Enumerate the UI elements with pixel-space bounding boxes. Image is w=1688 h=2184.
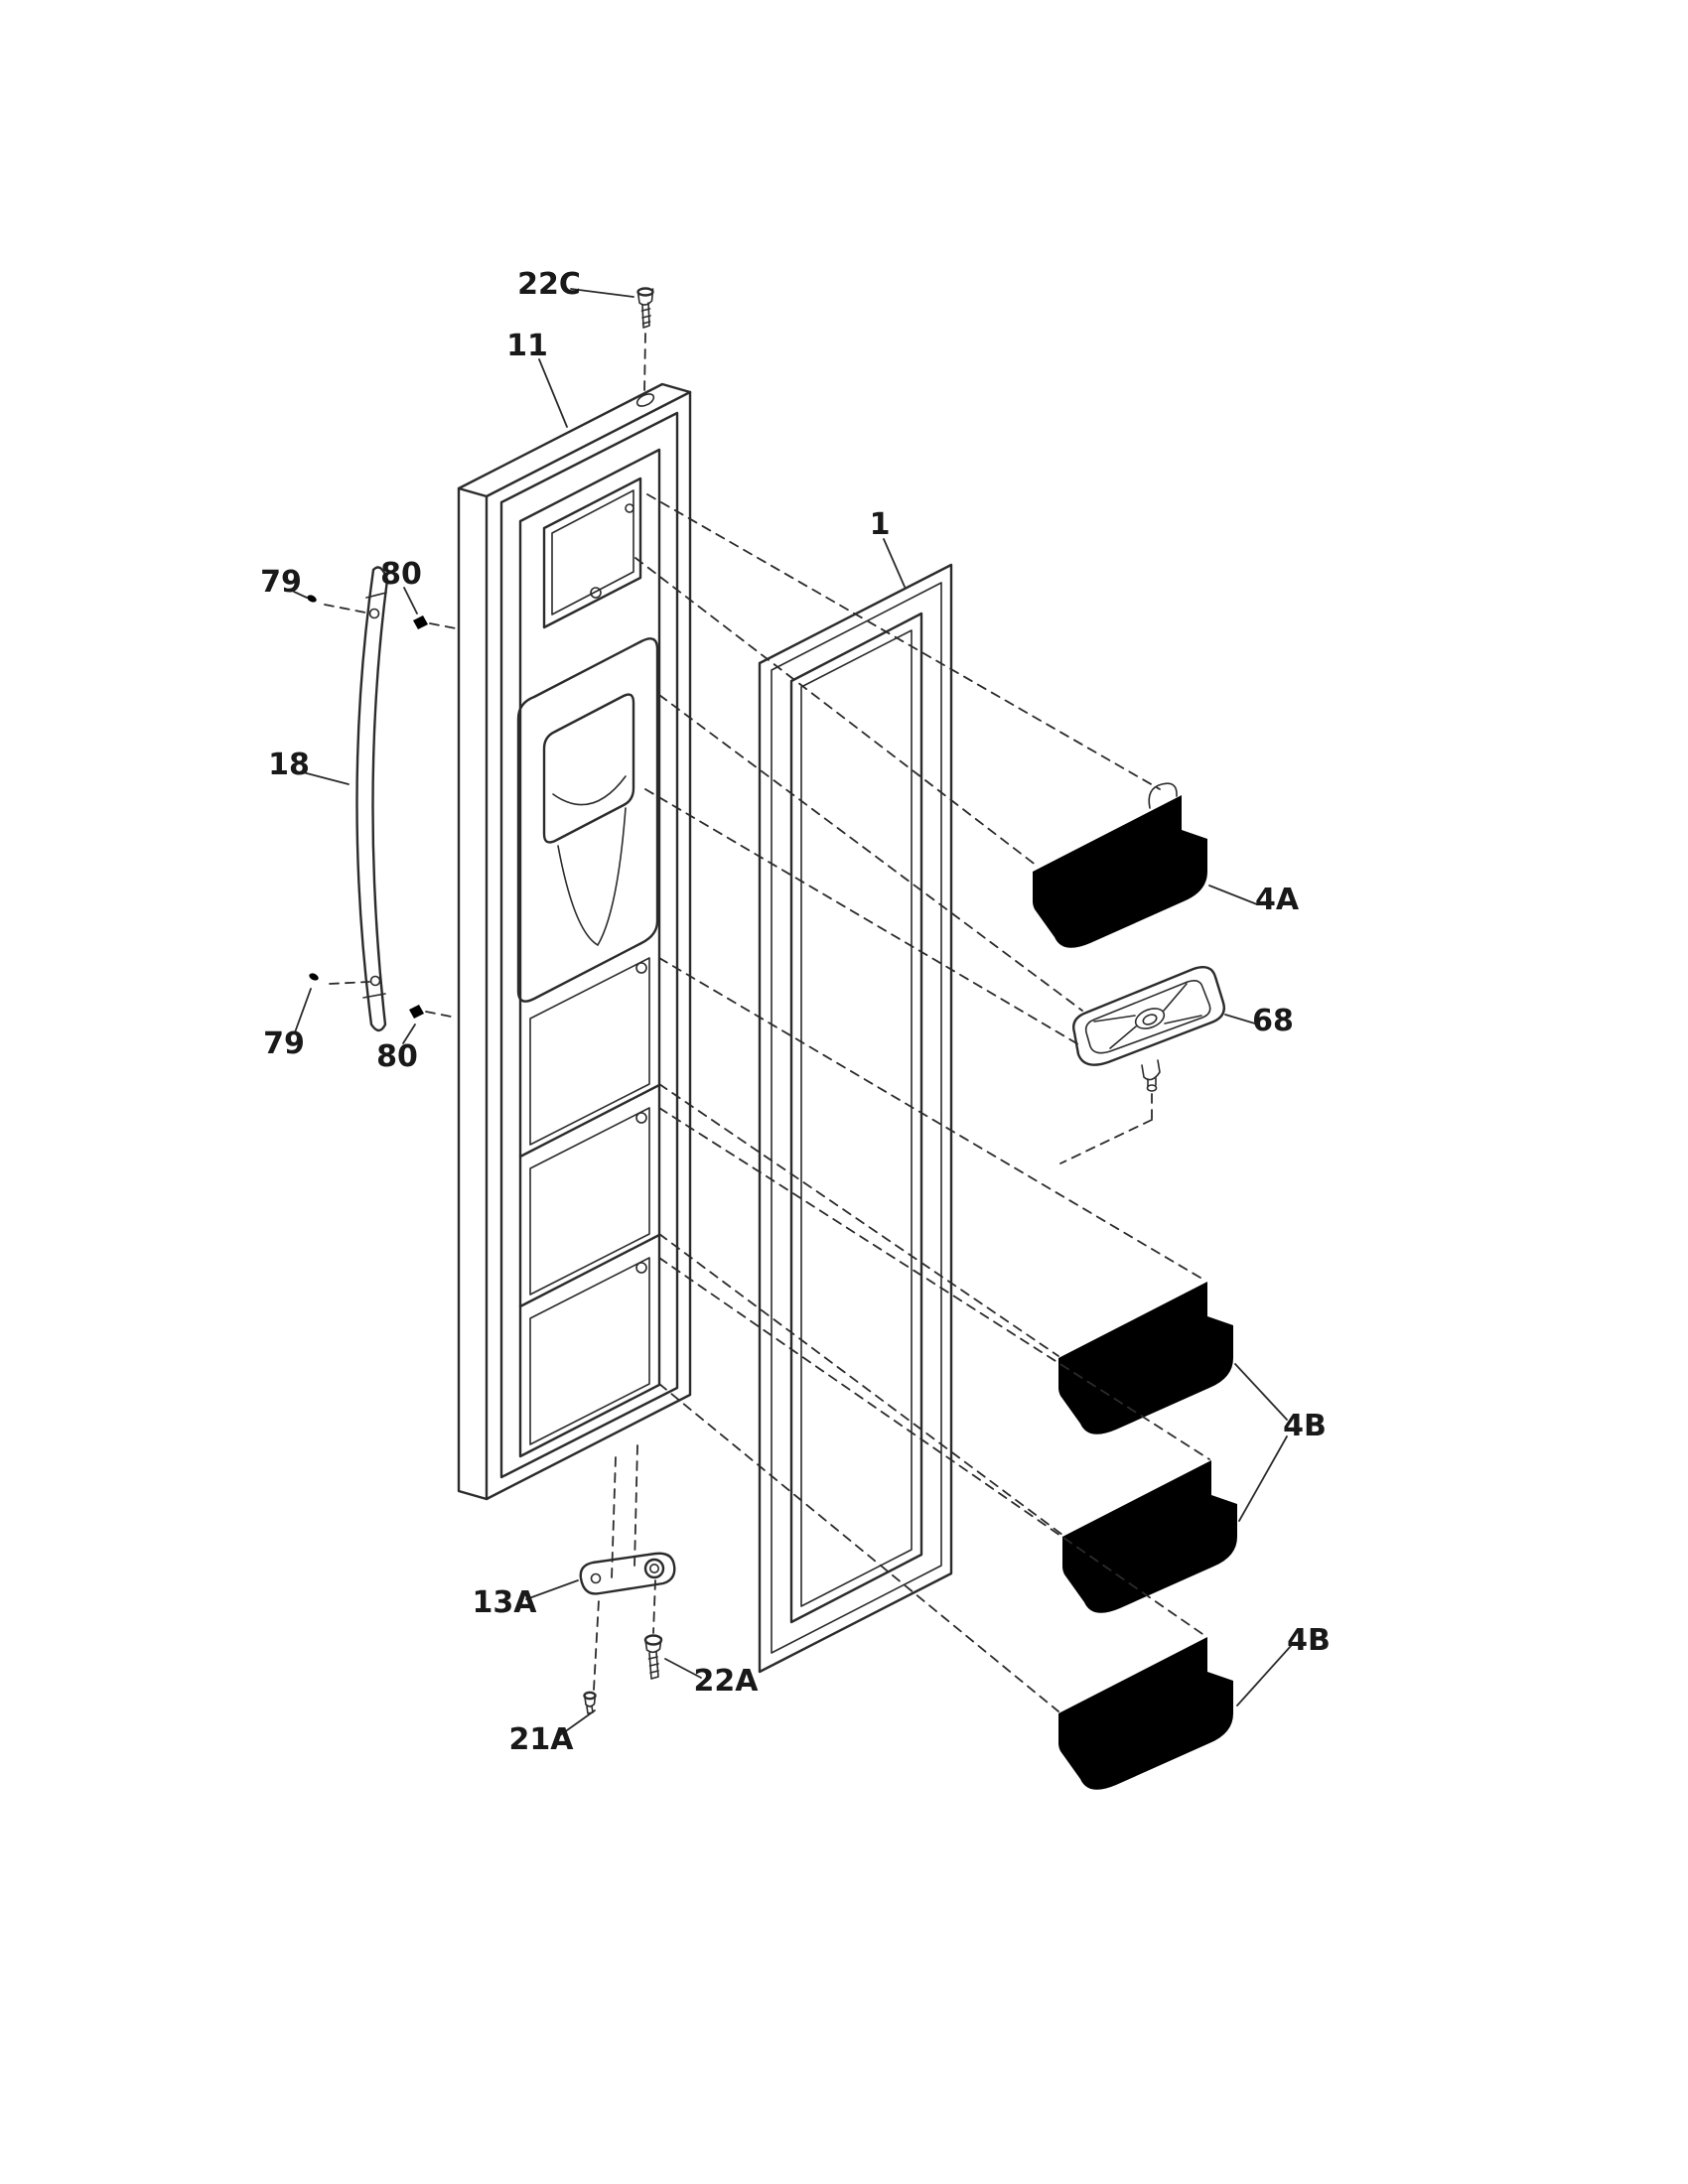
label-80-top: 80 bbox=[380, 557, 422, 592]
freezer-door-panel bbox=[457, 382, 692, 1501]
bin-68-mount-dashes bbox=[1059, 1093, 1153, 1164]
bolt-22a bbox=[643, 1634, 663, 1680]
label-22c: 22C bbox=[517, 267, 581, 302]
door-bin-4a bbox=[1033, 795, 1207, 948]
door-slab-edges bbox=[457, 390, 692, 1501]
label-4a: 4A bbox=[1255, 883, 1300, 917]
label-18: 18 bbox=[268, 748, 310, 782]
door-gasket bbox=[758, 563, 953, 1674]
top-recess-peg bbox=[590, 587, 602, 599]
door-handle bbox=[355, 566, 389, 1032]
hinge-pin-hole bbox=[635, 393, 655, 407]
label-21a: 21A bbox=[509, 1722, 575, 1757]
door-closer-bracket-13a bbox=[579, 1552, 676, 1595]
door-slab-silhouette bbox=[457, 382, 692, 1501]
bay-3-inner bbox=[529, 1257, 650, 1445]
door-bin-4b-1 bbox=[1058, 1282, 1233, 1434]
assembly-projection-lines bbox=[634, 493, 1210, 1712]
bin-4a-hook bbox=[1148, 782, 1178, 809]
door-liner-outline bbox=[518, 448, 661, 1458]
handle-end-lines bbox=[362, 592, 387, 999]
screw-22c bbox=[636, 287, 654, 394]
top-shelf-recess-inner bbox=[551, 489, 634, 615]
dispenser-recess bbox=[542, 693, 635, 844]
bay-rib-lines bbox=[518, 1083, 661, 1308]
screw-21a bbox=[583, 1691, 597, 1714]
bay-2-peg bbox=[635, 1112, 647, 1124]
dispenser-recess-scoop bbox=[552, 775, 627, 806]
bay-2-inner bbox=[529, 1107, 650, 1296]
label-80-bottom: 80 bbox=[376, 1039, 418, 1074]
clip-80-top bbox=[413, 613, 428, 629]
handle-screw-hole-bottom bbox=[369, 975, 381, 987]
label-1: 1 bbox=[870, 507, 891, 542]
handle-hardware-dashes bbox=[324, 604, 457, 1019]
bay-1-inner bbox=[529, 957, 650, 1146]
liner-peg-upper bbox=[625, 503, 634, 513]
screw-79-bottom bbox=[308, 971, 328, 985]
label-68: 68 bbox=[1252, 1004, 1294, 1038]
door-bin-4b-2 bbox=[1062, 1460, 1237, 1613]
bay-1-peg bbox=[635, 962, 647, 974]
label-13a: 13A bbox=[473, 1585, 538, 1620]
dispenser-housing bbox=[516, 637, 659, 1003]
dispenser-funnel bbox=[557, 807, 627, 946]
door-inner-rim bbox=[499, 411, 679, 1479]
label-4b-upper: 4B bbox=[1283, 1409, 1327, 1443]
handle-body bbox=[355, 566, 389, 1032]
top-shelf-recess bbox=[542, 477, 642, 629]
handle-screw-hole-top bbox=[368, 608, 380, 619]
label-79-top: 79 bbox=[260, 565, 302, 600]
callout-leader-lines bbox=[293, 288, 1292, 1736]
label-22a: 22A bbox=[694, 1664, 760, 1699]
label-11: 11 bbox=[506, 329, 548, 363]
screw-79-top bbox=[306, 593, 326, 607]
clip-80-bottom bbox=[409, 1002, 424, 1019]
bin-68 bbox=[1072, 966, 1225, 1092]
label-79-bottom: 79 bbox=[263, 1026, 305, 1061]
door-bin-4b-3 bbox=[1058, 1637, 1233, 1790]
bay-3-peg bbox=[635, 1262, 647, 1274]
label-4b-lower: 4B bbox=[1287, 1623, 1331, 1658]
